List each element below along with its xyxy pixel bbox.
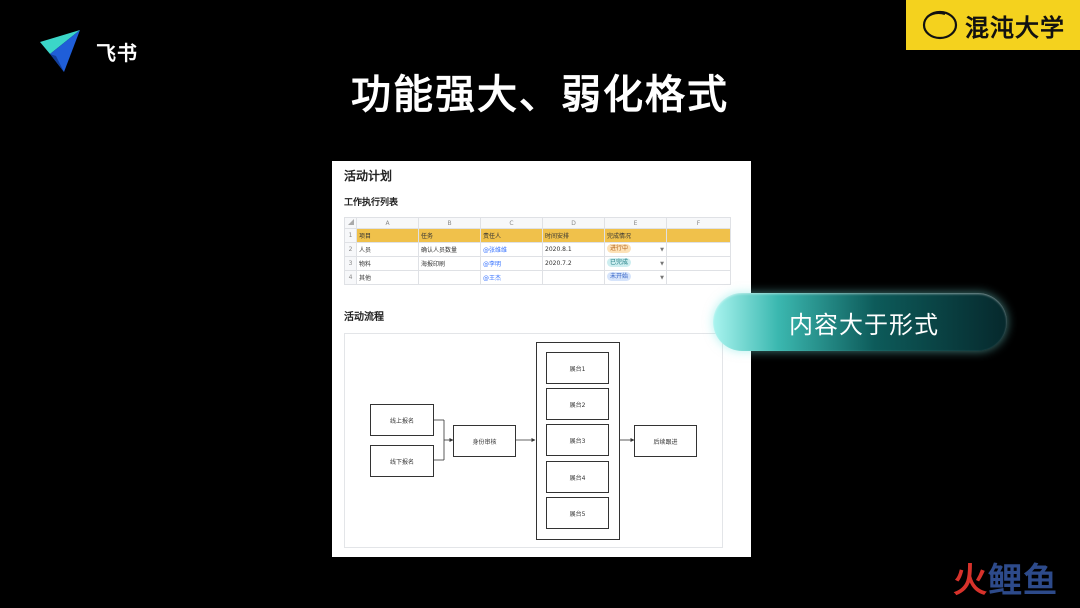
flow-node-booth[interactable]: 展台4 — [546, 461, 609, 493]
table-cell[interactable]: 确认人员数量 — [418, 242, 481, 257]
status-tag: 进行中 — [607, 243, 632, 253]
watermark-char: 鲤 — [988, 561, 1023, 601]
table-cell[interactable]: 物料 — [356, 256, 419, 271]
row-number[interactable]: 2 — [344, 242, 357, 257]
status-tag: 已完成 — [607, 257, 632, 267]
table-cell[interactable] — [666, 242, 731, 257]
callout-text: 内容大于形式 — [789, 310, 939, 339]
table-cell[interactable] — [666, 256, 731, 271]
flow-node-booth[interactable]: 展台3 — [546, 424, 609, 456]
status-cell[interactable]: 进行中 ▼ — [604, 242, 667, 257]
select-all-icon — [347, 219, 354, 225]
flow-node-booth[interactable]: 展台2 — [546, 388, 609, 420]
table-cell[interactable]: 项目 — [356, 228, 419, 243]
status-tag: 未开始 — [607, 271, 632, 281]
table-cell[interactable]: 其他 — [356, 270, 419, 285]
flow-node-online[interactable]: 线上报名 — [370, 404, 434, 436]
column-letter[interactable]: C — [480, 217, 543, 229]
table-cell[interactable]: 任务 — [418, 228, 481, 243]
column-letter[interactable]: F — [666, 217, 731, 229]
table-cell[interactable] — [666, 270, 731, 285]
feishu-brand: 飞书 — [40, 30, 138, 72]
doc-title: 活动计划 — [344, 169, 393, 183]
row-number[interactable]: 3 — [344, 256, 357, 271]
status-cell[interactable]: 未开始 ▼ — [604, 270, 667, 285]
callout-pill: 内容大于形式 — [713, 293, 1007, 351]
dropdown-caret-icon[interactable]: ▼ — [660, 274, 664, 281]
table-cell[interactable]: 责任人 — [480, 228, 543, 243]
table-cell[interactable]: 时间安排 — [542, 228, 605, 243]
flow-node-verify[interactable]: 身份审核 — [453, 425, 516, 457]
watermark-logo: 火鲤鱼 — [953, 553, 1058, 602]
row-number[interactable]: 4 — [344, 270, 357, 285]
table-heading: 工作执行列表 — [344, 198, 399, 208]
table-cell[interactable]: 2020.7.2 — [542, 256, 605, 271]
flow-heading: 活动流程 — [344, 312, 384, 323]
badge-text: 混沌大学 — [965, 12, 1065, 42]
flow-node-booth[interactable]: 展台5 — [546, 497, 609, 529]
column-letter[interactable]: B — [418, 217, 481, 229]
table-row: 4 其他 @王杰 未开始 ▼ — [344, 270, 731, 285]
feishu-logo-icon — [40, 30, 80, 72]
table-cell[interactable] — [418, 270, 481, 285]
watermark-char: 火 — [953, 561, 988, 601]
table-cell[interactable] — [542, 270, 605, 285]
spreadsheet: A B C D E F 1 项目 任务 责任人 时间安排 完成情况 2 人员 确… — [344, 217, 731, 285]
table-cell[interactable]: 完成情况 — [604, 228, 667, 243]
document-card: 活动计划 工作执行列表 A B C D E F 1 项目 任务 责任人 时间安排… — [332, 161, 751, 557]
table-cell[interactable]: 海报印刷 — [418, 256, 481, 271]
flow-connectors — [434, 419, 635, 461]
hundun-badge: 混沌大学 — [906, 0, 1080, 50]
flow-node-offline[interactable]: 线下报名 — [370, 445, 434, 477]
circle-logo-icon — [922, 10, 958, 40]
corner-cell[interactable] — [344, 217, 357, 229]
table-cell[interactable]: 2020.8.1 — [542, 242, 605, 257]
slide-title: 功能强大、弱化格式 — [351, 72, 729, 118]
mention-cell[interactable]: @张维维 — [480, 242, 543, 257]
row-number[interactable]: 1 — [344, 228, 357, 243]
column-letter[interactable]: A — [356, 217, 419, 229]
mention-cell[interactable]: @李明 — [480, 256, 543, 271]
watermark-char: 鱼 — [1023, 561, 1058, 601]
column-letter[interactable]: D — [542, 217, 605, 229]
flowchart: 线上报名 线下报名 身份审核 展台1 展台2 展台3 展台4 展台5 后续跟进 — [344, 333, 723, 548]
brand-name: 飞书 — [96, 40, 138, 65]
flow-node-booth[interactable]: 展台1 — [546, 352, 609, 384]
mention-cell[interactable]: @王杰 — [480, 270, 543, 285]
table-row: 2 人员 确认人员数量 @张维维 2020.8.1 进行中 ▼ — [344, 242, 731, 257]
column-header-row: A B C D E F — [344, 217, 731, 229]
table-header-row: 1 项目 任务 责任人 时间安排 完成情况 — [344, 228, 731, 243]
table-cell[interactable]: 人员 — [356, 242, 419, 257]
table-row: 3 物料 海报印刷 @李明 2020.7.2 已完成 ▼ — [344, 256, 731, 271]
table-cell[interactable] — [666, 228, 731, 243]
dropdown-caret-icon[interactable]: ▼ — [660, 246, 664, 253]
status-cell[interactable]: 已完成 ▼ — [604, 256, 667, 271]
column-letter[interactable]: E — [604, 217, 667, 229]
dropdown-caret-icon[interactable]: ▼ — [660, 260, 664, 267]
flow-node-followup[interactable]: 后续跟进 — [634, 425, 697, 457]
